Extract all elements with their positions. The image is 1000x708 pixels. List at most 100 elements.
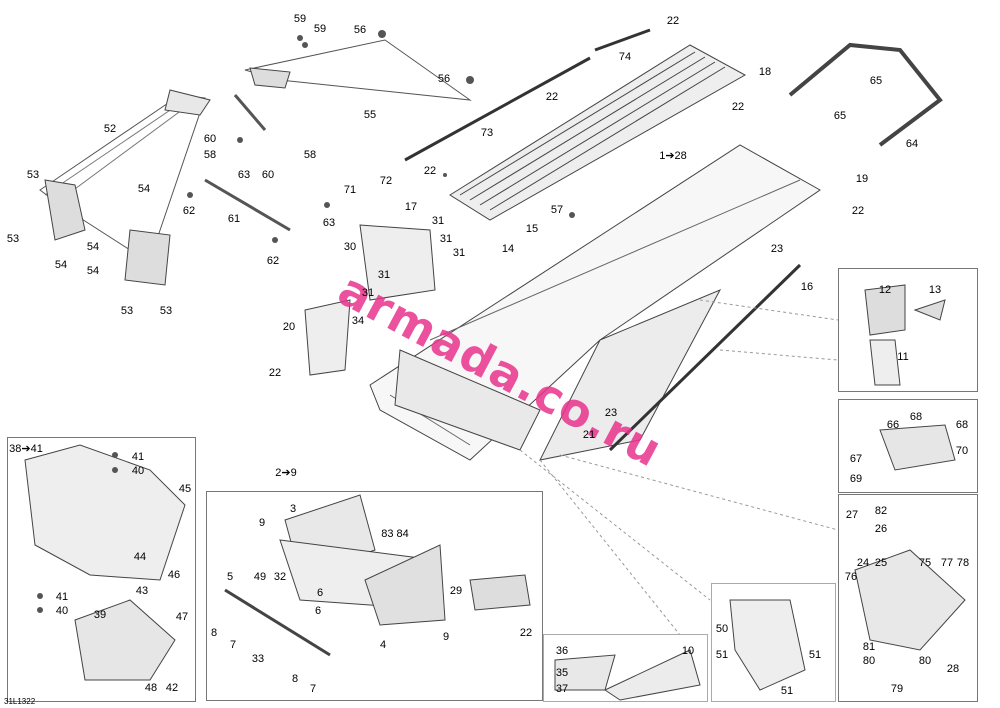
- callout: 17: [404, 201, 418, 213]
- callout: 83 84: [381, 528, 409, 540]
- callout: 16: [800, 281, 814, 293]
- callout: 33: [251, 653, 265, 665]
- callout: 70: [955, 445, 969, 457]
- callout: 37: [555, 683, 569, 695]
- callout: 58: [203, 149, 217, 161]
- callout: 78: [956, 557, 970, 569]
- callout: 54: [86, 265, 100, 277]
- callout: 36: [555, 645, 569, 657]
- callout: 43: [135, 585, 149, 597]
- inset-frame-skid: [838, 399, 978, 493]
- callout: 49: [253, 571, 267, 583]
- callout: 30: [343, 241, 357, 253]
- document-id: 31L1322: [4, 697, 36, 706]
- callout: 68: [909, 411, 923, 423]
- callout: 26: [874, 523, 888, 535]
- callout: 22: [519, 627, 533, 639]
- callout: 65: [869, 75, 883, 87]
- callout: 9: [258, 517, 266, 529]
- callout: 21: [582, 429, 596, 441]
- callout: 50: [715, 623, 729, 635]
- inset-frame-plates: [543, 634, 708, 702]
- callout: 82: [874, 505, 888, 517]
- callout: 58: [303, 149, 317, 161]
- callout: 22: [731, 101, 745, 113]
- callout: 81: [862, 641, 876, 653]
- callout: 12: [878, 284, 892, 296]
- callout: 51: [808, 649, 822, 661]
- callout: 22: [851, 205, 865, 217]
- callout: 75: [918, 557, 932, 569]
- callout: 41: [131, 451, 145, 463]
- callout: 31: [439, 233, 453, 245]
- callout: 20: [282, 321, 296, 333]
- callout: 80: [918, 655, 932, 667]
- callout: 38➔41: [9, 443, 43, 455]
- callout: 63: [237, 169, 251, 181]
- callout: 77: [940, 557, 954, 569]
- callout: 41: [55, 591, 69, 603]
- callout: 40: [131, 465, 145, 477]
- callout: 2➔9: [275, 467, 297, 479]
- callout: 40: [55, 605, 69, 617]
- callout: 19: [855, 173, 869, 185]
- callout: 7: [309, 683, 317, 695]
- callout: 65: [833, 110, 847, 122]
- callout: 67: [849, 453, 863, 465]
- callout: 62: [266, 255, 280, 267]
- callout: 9: [442, 631, 450, 643]
- callout: 8: [210, 627, 218, 639]
- callout: 64: [905, 138, 919, 150]
- callout: 59: [313, 23, 327, 35]
- callout: 42: [165, 682, 179, 694]
- callout: 61: [227, 213, 241, 225]
- callout: 35: [555, 667, 569, 679]
- callout: 24: [856, 557, 870, 569]
- callout: 51: [715, 649, 729, 661]
- callout: 27: [845, 509, 859, 521]
- callout: 53: [6, 233, 20, 245]
- callout: 51: [780, 685, 794, 697]
- callout: 5: [226, 571, 234, 583]
- callout: 22: [268, 367, 282, 379]
- callout: 31: [431, 215, 445, 227]
- callout: 15: [525, 223, 539, 235]
- inset-frame-brackets: [838, 268, 978, 392]
- callout: 52: [103, 123, 117, 135]
- callout: 32: [273, 571, 287, 583]
- callout: 4: [379, 639, 387, 651]
- callout: 31: [452, 247, 466, 259]
- callout: 73: [480, 127, 494, 139]
- callout: 80: [862, 655, 876, 667]
- callout: 55: [363, 109, 377, 121]
- callout: 56: [353, 24, 367, 36]
- callout: 22: [666, 15, 680, 27]
- callout: 63: [322, 217, 336, 229]
- callout: 74: [618, 51, 632, 63]
- callout: 47: [175, 611, 189, 623]
- callout: 29: [449, 585, 463, 597]
- inset-frame-support: [711, 583, 836, 702]
- callout: 22: [423, 165, 437, 177]
- callout: 60: [261, 169, 275, 181]
- inset-frame-rear-assembly: [838, 494, 978, 702]
- callout: 62: [182, 205, 196, 217]
- callout: 7: [229, 639, 237, 651]
- callout: 13: [928, 284, 942, 296]
- callout: 34: [351, 315, 365, 327]
- callout: 22: [545, 91, 559, 103]
- callout: 3: [289, 503, 297, 515]
- callout: 72: [379, 175, 393, 187]
- callout: 54: [137, 183, 151, 195]
- callout: 57: [550, 204, 564, 216]
- callout: 68: [955, 419, 969, 431]
- callout: 66: [886, 419, 900, 431]
- callout: 59: [293, 13, 307, 25]
- inset-frame-bulkhead: [7, 437, 196, 702]
- callout: 6: [314, 605, 322, 617]
- callout: 60: [203, 133, 217, 145]
- callout: 11: [897, 351, 909, 363]
- callout: 54: [54, 259, 68, 271]
- callout: 53: [120, 305, 134, 317]
